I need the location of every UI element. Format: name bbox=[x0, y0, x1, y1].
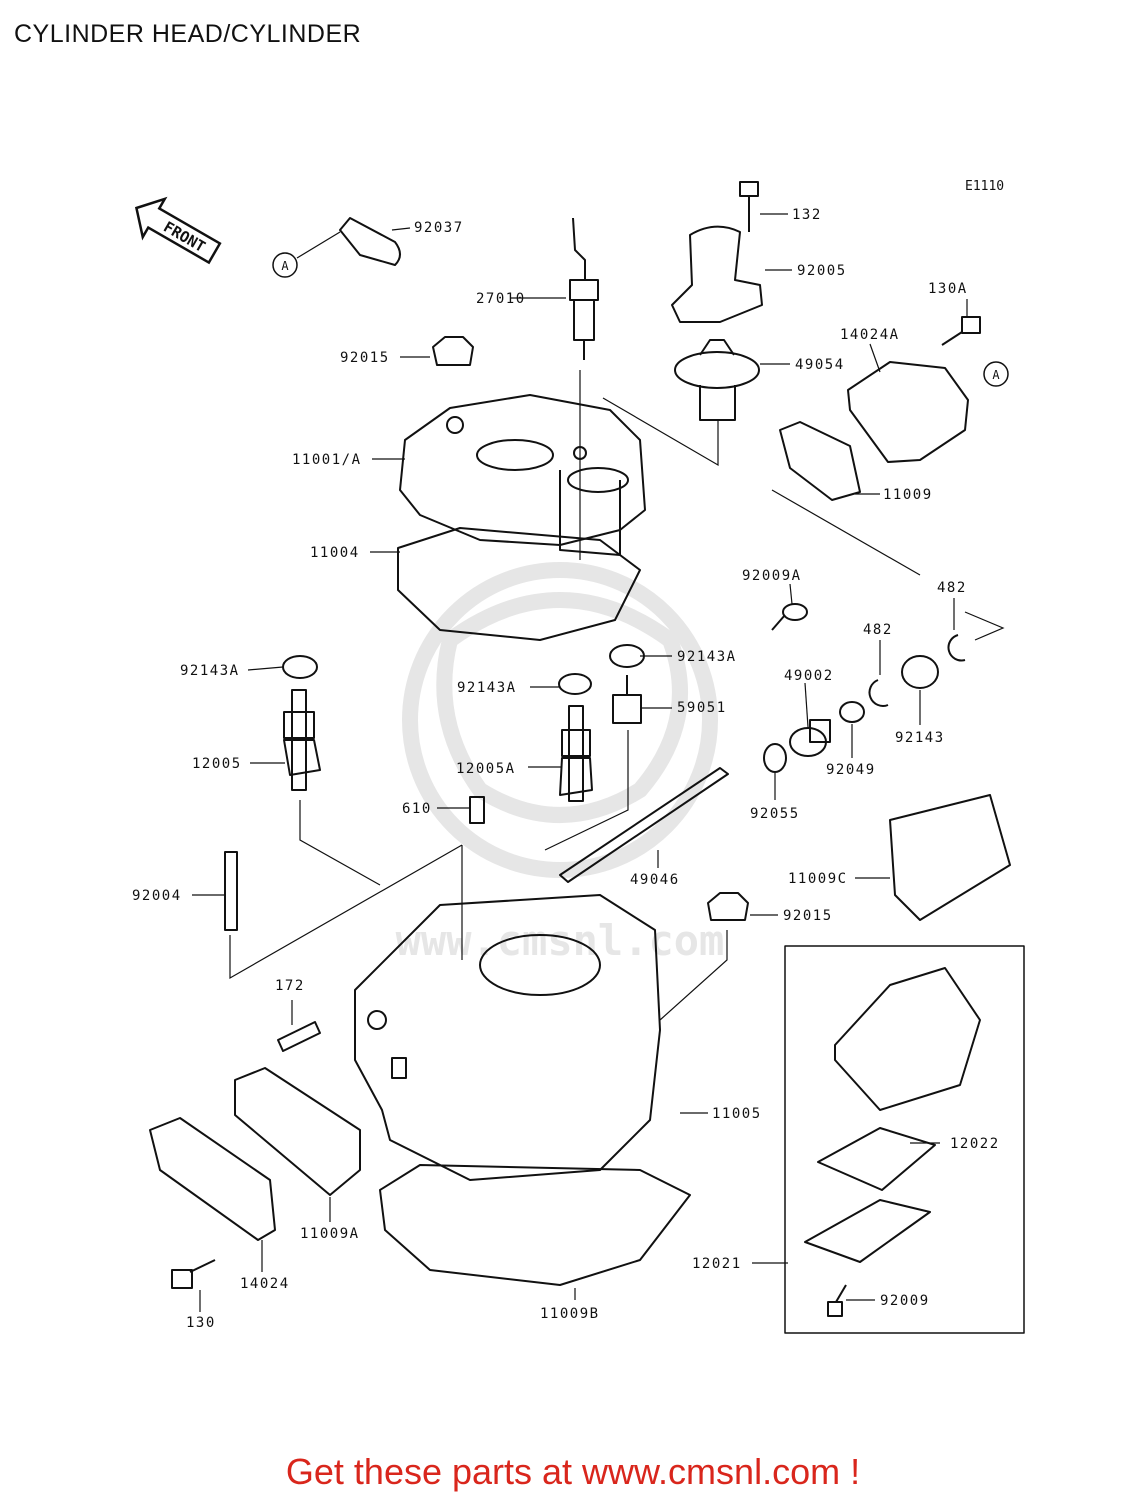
spark-plug-part bbox=[569, 217, 599, 360]
part-label: 49002 bbox=[784, 668, 834, 684]
front-arrow-icon: FRONT bbox=[134, 196, 222, 265]
part-label: 11009 bbox=[883, 487, 933, 503]
part-label: 92049 bbox=[826, 762, 876, 778]
nut-92015-bottom-part bbox=[707, 892, 749, 921]
svg-text:A: A bbox=[281, 259, 289, 273]
part-label: 59051 bbox=[677, 700, 727, 716]
head-gasket-part bbox=[397, 527, 641, 641]
bushing-92143a-right-part bbox=[609, 644, 645, 668]
clamp-part bbox=[339, 217, 401, 266]
gasket-11009a-part bbox=[234, 1067, 361, 1196]
gasket-11009c-part bbox=[889, 794, 1011, 921]
cylinder-head-part bbox=[399, 394, 646, 556]
screw-92009-part bbox=[827, 1284, 847, 1317]
part-label: 172 bbox=[275, 978, 305, 994]
part-label: 49054 bbox=[795, 357, 845, 373]
part-label: 132 bbox=[792, 207, 822, 223]
part-label: 92015 bbox=[340, 350, 390, 366]
bushing-92143a-center-part bbox=[558, 673, 592, 695]
reed-petal-12022-part bbox=[817, 1127, 936, 1191]
svg-text:A: A bbox=[992, 368, 1000, 382]
part-label: 482 bbox=[937, 580, 967, 596]
part-label: 130 bbox=[186, 1315, 216, 1331]
bolt-132-part bbox=[739, 181, 759, 232]
stud-92004-part bbox=[224, 851, 238, 931]
part-label: 92015 bbox=[783, 908, 833, 924]
part-label: 14024 bbox=[240, 1276, 290, 1292]
part-label: 11001/A bbox=[292, 452, 362, 468]
circlip-left-part bbox=[868, 679, 889, 707]
part-label: 92143A bbox=[677, 649, 737, 665]
water-outlet-part bbox=[671, 225, 763, 323]
part-label: 92009 bbox=[880, 1293, 930, 1309]
watermark-logo bbox=[402, 562, 718, 878]
part-label: 27010 bbox=[476, 291, 526, 307]
part-label: 92055 bbox=[750, 806, 800, 822]
thermostat-cover-part bbox=[847, 361, 969, 463]
stud-172-part bbox=[277, 1021, 321, 1052]
bolt-92009a-part bbox=[771, 603, 808, 631]
watermark-text: www.cmsnl.com bbox=[396, 916, 725, 965]
leader-lines bbox=[192, 213, 1005, 1312]
gasket-11009-part bbox=[779, 421, 861, 501]
part-label: 130A bbox=[928, 281, 968, 297]
part-label: 92004 bbox=[132, 888, 182, 904]
part-label: 11009A bbox=[300, 1226, 360, 1242]
ref-marker-a-right: A bbox=[983, 361, 1009, 387]
bushing-92143-part bbox=[901, 655, 939, 689]
valve-shaft-12005-part bbox=[283, 689, 321, 791]
page-title: CYLINDER HEAD/CYLINDER bbox=[14, 20, 362, 48]
gear-59051-part bbox=[612, 675, 642, 724]
part-label: 92009A bbox=[742, 568, 802, 584]
part-label: 92143A bbox=[180, 663, 240, 679]
part-label: 92143A bbox=[457, 680, 517, 696]
reed-valve-box bbox=[784, 945, 1025, 1334]
part-label: 482 bbox=[863, 622, 893, 638]
part-label: 14024A bbox=[840, 327, 900, 343]
thermostat-part bbox=[674, 339, 760, 421]
part-label: 11005 bbox=[712, 1106, 762, 1122]
part-label: 11004 bbox=[310, 545, 360, 561]
part-label: 610 bbox=[402, 801, 432, 817]
o-ring-92055-part bbox=[763, 743, 787, 773]
part-label: 49046 bbox=[630, 872, 680, 888]
part-label: 11009B bbox=[540, 1306, 600, 1322]
collar-49002-part bbox=[789, 719, 831, 757]
bolt-130-part bbox=[171, 1259, 216, 1289]
circlip-right-part bbox=[947, 634, 966, 662]
part-labels: 92037 132 92005 130A 27010 14024A 92015 … bbox=[132, 207, 1000, 1331]
footer-link[interactable]: Get these parts at www.cmsnl.com ! bbox=[285, 1451, 861, 1492]
dowel-pin-610-part bbox=[469, 796, 485, 824]
bolt-130a-part bbox=[941, 316, 981, 346]
part-label: 12022 bbox=[950, 1136, 1000, 1152]
nut-92015-top-part bbox=[432, 336, 474, 366]
reed-stopper-12021-part bbox=[804, 1199, 931, 1263]
seal-92049-part bbox=[839, 701, 865, 723]
base-gasket-part bbox=[379, 1164, 691, 1286]
rod-49046-part bbox=[559, 767, 729, 883]
bushing-92143a-left-part bbox=[282, 655, 318, 679]
reed-block-part bbox=[834, 967, 981, 1111]
part-label: 12005 bbox=[192, 756, 242, 772]
valve-shaft-12005a-part bbox=[559, 705, 593, 802]
reed-cover-14024-part bbox=[149, 1117, 276, 1241]
part-label: 92143 bbox=[895, 730, 945, 746]
diagram-code: E1110 bbox=[965, 179, 1004, 194]
part-label: 92005 bbox=[797, 263, 847, 279]
part-label: 12021 bbox=[692, 1256, 742, 1272]
ref-marker-a-left: A bbox=[272, 252, 298, 278]
part-label: 12005A bbox=[456, 761, 516, 777]
part-label: 11009C bbox=[788, 871, 848, 887]
cylinder-part bbox=[354, 894, 661, 1181]
part-label: 92037 bbox=[414, 220, 464, 236]
